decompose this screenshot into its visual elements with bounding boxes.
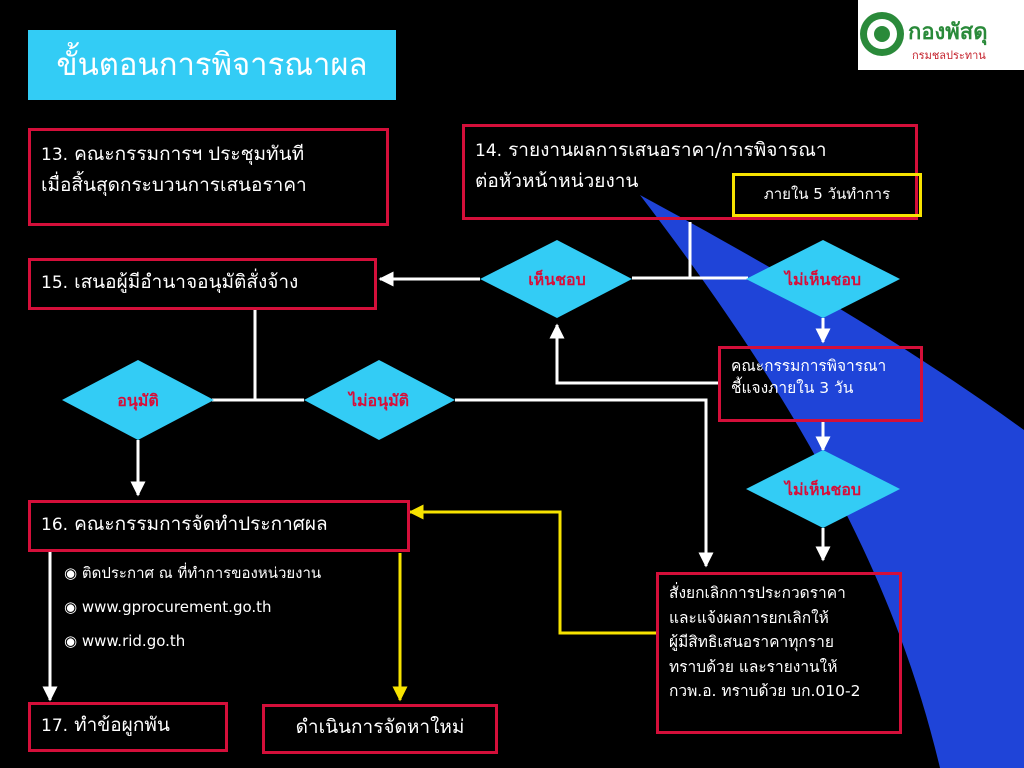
bullet-item: ◉ www.gprocurement.go.th	[64, 590, 321, 624]
step-17-box: 17. ทำข้อผูกพัน	[28, 702, 228, 752]
new-procurement-box: ดำเนินการจัดหาใหม่	[262, 704, 498, 754]
announcement-channels: ◉ ติดประกาศ ณ ที่ทำการของหน่วยงาน ◉ www.…	[64, 556, 321, 658]
step-16-text: คณะกรรมการจัดทำประกาศผล	[74, 513, 328, 535]
diamond-disagree-1	[746, 240, 900, 318]
bullet-icon: ◉	[64, 564, 78, 582]
diamond-disagree-2-label: ไม่เห็นชอบ	[784, 480, 862, 499]
step-17-number: 17.	[41, 716, 69, 736]
cancel-line: ทราบด้วย และรายงานให้	[669, 657, 838, 676]
logo-subtext: กรมชลประทาน	[912, 49, 986, 62]
bullet-icon: ◉	[64, 598, 78, 616]
step-17-text: ทำข้อผูกพัน	[74, 714, 170, 736]
bullet-item: ◉ www.rid.go.th	[64, 624, 321, 658]
logo: กองพัสดุ กรมชลประทาน	[858, 0, 1024, 70]
logo-emblem	[860, 12, 904, 56]
step-15-number: 15.	[41, 273, 69, 293]
explain-line2: ชี้แจงภายใน 3 วัน	[731, 379, 854, 397]
diamond-disagree-1-label: ไม่เห็นชอบ	[784, 270, 862, 289]
explain-line1: คณะกรรมการพิจารณา	[731, 357, 887, 375]
diamond-agree-label: เห็นชอบ	[528, 270, 586, 289]
bullet-text: ติดประกาศ ณ ที่ทำการของหน่วยงาน	[81, 564, 322, 582]
page-title: ขั้นตอนการพิจารณาผล	[28, 30, 396, 100]
committee-explain-box: คณะกรรมการพิจารณา ชี้แจงภายใน 3 วัน	[718, 346, 923, 422]
cancel-line: ผู้มีสิทธิเสนอราคาทุกราย	[669, 633, 834, 651]
bullet-item: ◉ ติดประกาศ ณ ที่ทำการของหน่วยงาน	[64, 556, 321, 590]
logo-text: กองพัสดุ	[908, 20, 988, 45]
bullet-text: www.gprocurement.go.th	[81, 598, 272, 616]
step-14-line1: รายงานผลการเสนอราคา/การพิจารณา	[508, 139, 827, 161]
diamond-approve-label: อนุมัติ	[117, 391, 159, 410]
deadline-5-days: ภายใน 5 วันทำการ	[732, 173, 922, 217]
step-13-box: 13. คณะกรรมการฯ ประชุมทันที เมื่อสิ้นสุด…	[28, 128, 389, 226]
step-13-line2: เมื่อสิ้นสุดกระบวนการเสนอราคา	[41, 174, 307, 196]
diamond-not-approve-label: ไม่อนุมัติ	[348, 391, 410, 410]
step-14-line2: ต่อหัวหน้าหน่วยงาน	[475, 170, 639, 192]
cancel-line: กวพ.อ. ทราบด้วย บก.010-2	[669, 682, 861, 700]
step-15-text: เสนอผู้มีอำนาจอนุมัติสั่งจ้าง	[74, 271, 299, 293]
cancel-line: สั่งยกเลิกการประกวดราคา	[669, 584, 846, 602]
cancel-line: และแจ้งผลการยกเลิกให้	[669, 608, 829, 627]
diamond-not-approve	[304, 360, 455, 440]
bullet-text: www.rid.go.th	[81, 632, 186, 650]
step-13-line1: คณะกรรมการฯ ประชุมทันที	[74, 143, 305, 165]
cancel-box: สั่งยกเลิกการประกวดราคา และแจ้งผลการยกเล…	[656, 572, 902, 734]
diamond-disagree-2	[746, 450, 900, 528]
diamond-agree	[480, 240, 632, 318]
step-14-box: 14. รายงานผลการเสนอราคา/การพิจารณา ต่อหั…	[462, 124, 918, 220]
step-14-number: 14.	[475, 141, 503, 161]
step-16-number: 16.	[41, 515, 69, 535]
step-15-box: 15. เสนอผู้มีอำนาจอนุมัติสั่งจ้าง	[28, 258, 377, 310]
step-13-number: 13.	[41, 145, 69, 165]
step-16-box: 16. คณะกรรมการจัดทำประกาศผล	[28, 500, 410, 552]
bullet-icon: ◉	[64, 632, 78, 650]
diamond-approve	[62, 360, 214, 440]
